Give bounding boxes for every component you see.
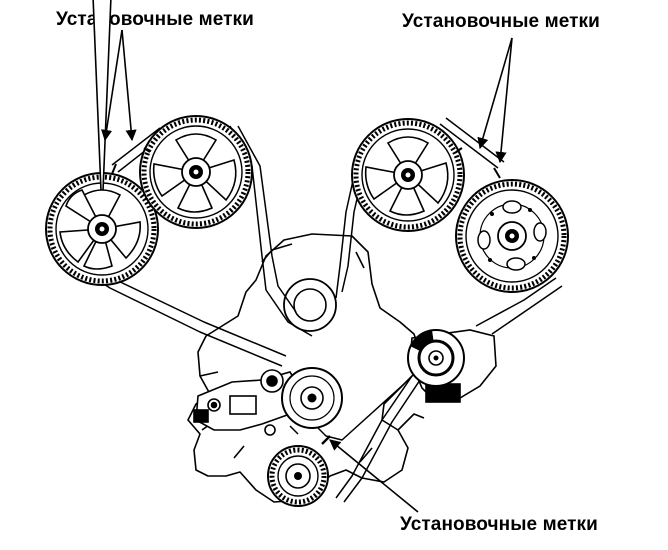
right-inner-camshaft-sprocket (351, 118, 465, 232)
left-outer-camshaft-sprocket (45, 0, 159, 286)
left-tensioner-assembly (193, 369, 303, 436)
left-inner-camshaft-sprocket (139, 115, 253, 229)
crankshaft-sprocket (267, 435, 331, 507)
arrow-right-outer (495, 37, 513, 164)
timing-mark-arrows (101, 29, 513, 513)
right-tensioner-pulley (407, 329, 465, 387)
center-idler-pulley (283, 278, 337, 332)
left-idler-pulley (281, 367, 343, 429)
arrow-right-inner (477, 37, 513, 150)
arrow-left-outer (101, 29, 123, 142)
timing-marks-label-right: Установочные метки (402, 11, 600, 32)
arrow-crankshaft (329, 439, 419, 513)
timing-marks-label-bottom: Установочные метки (400, 514, 598, 535)
right-outer-camshaft-sprocket (455, 167, 569, 293)
arrow-left-inner (121, 29, 137, 142)
